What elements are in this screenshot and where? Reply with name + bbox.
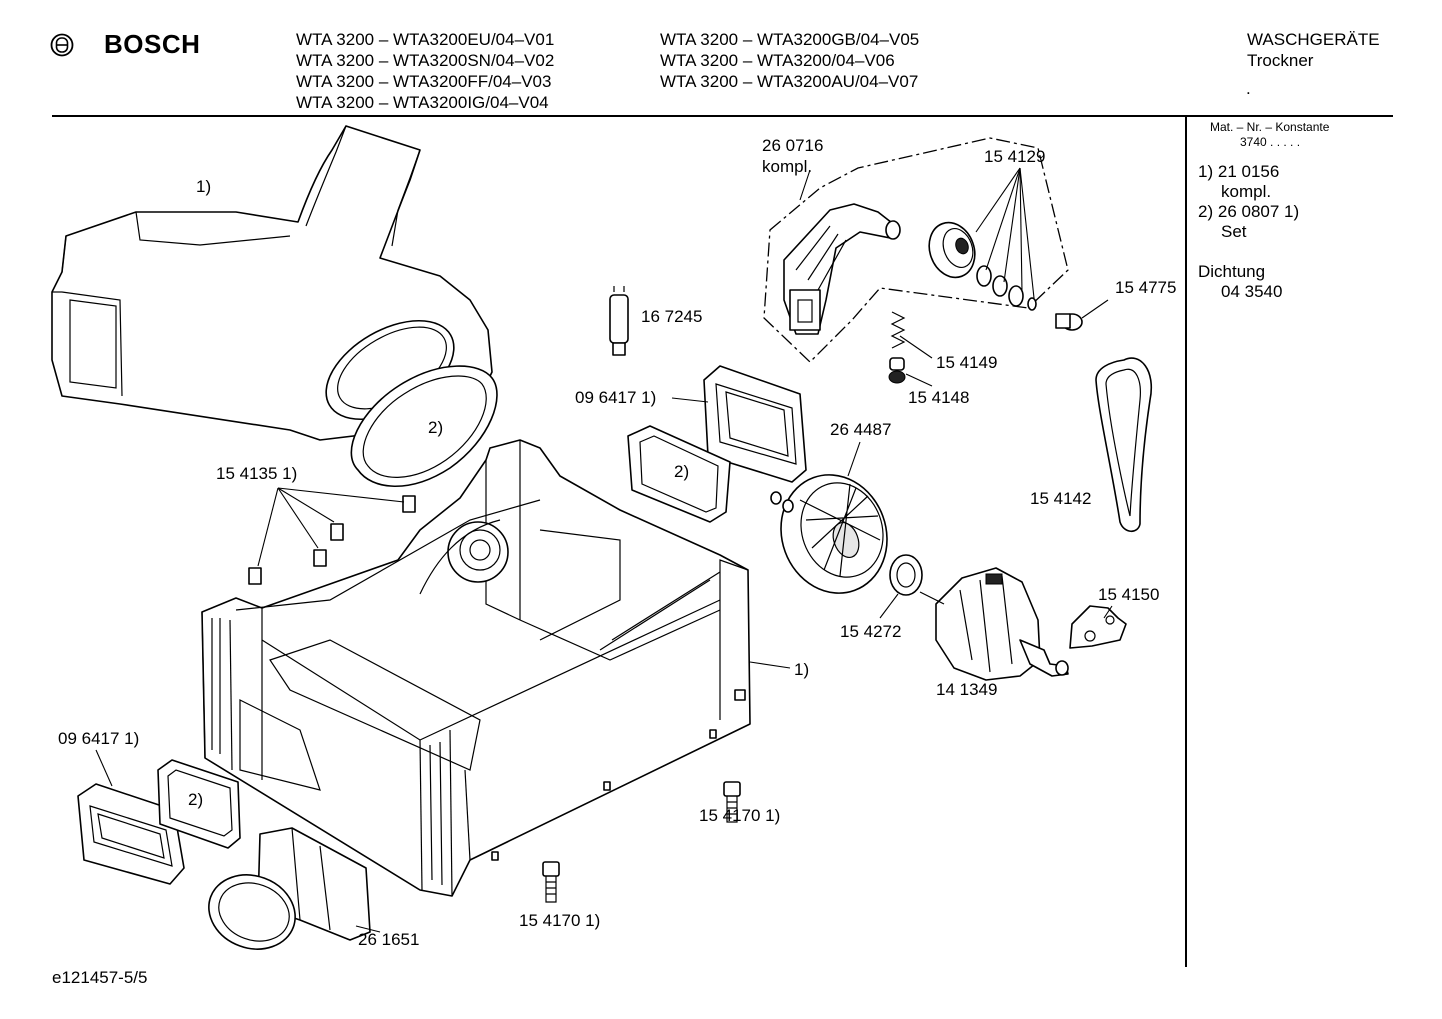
- leader-lines: [95, 167, 1113, 933]
- callout-264487: 26 4487: [830, 420, 892, 439]
- callout-096417-bottom: 09 6417 1): [58, 729, 140, 748]
- models-right: WTA 3200 – WTA3200GB/04–V05 WTA 3200 – W…: [660, 29, 919, 92]
- category: WASCHGERÄTE: [1247, 30, 1380, 49]
- motor: [919, 567, 1069, 681]
- seal-frame-bottom: [77, 783, 185, 885]
- callout-gasket-mid: 2): [674, 462, 690, 481]
- screw-bottom: [542, 861, 560, 903]
- callout-141349: 14 1349: [936, 680, 998, 699]
- callout-154148: 15 4148: [908, 388, 970, 407]
- note-2-detail: Set: [1221, 222, 1247, 241]
- header-dot: .: [1246, 79, 1251, 98]
- fan-wheel: [770, 474, 888, 594]
- callout-154150: 15 4150: [1098, 585, 1160, 604]
- main-housing: [201, 439, 751, 897]
- seal-title: Dichtung: [1198, 262, 1266, 281]
- callout-154170-right: 15 4170 1): [699, 806, 781, 825]
- motor-bracket: [1069, 605, 1127, 649]
- drive-belt: [1095, 357, 1153, 533]
- callout-154129: 15 4129: [984, 147, 1046, 166]
- note-1: 1) 21 0156: [1198, 162, 1279, 182]
- gasket-ring-top: [350, 365, 498, 487]
- roller: [1055, 313, 1083, 331]
- callout-154170-bottom: 15 4170 1): [519, 911, 601, 930]
- callout-154135: 15 4135 1): [216, 464, 298, 483]
- note-1-detail: kompl.: [1221, 182, 1272, 201]
- model-line: WTA 3200 – WTA3200EU/04–V01: [296, 30, 555, 49]
- models-left: WTA 3200 – WTA3200EU/04–V01 WTA 3200 – W…: [296, 29, 554, 113]
- callout-154775: 15 4775: [1115, 278, 1177, 297]
- capacitor: [609, 286, 629, 356]
- model-line: WTA 3200 – WTA3200SN/04–V02: [296, 51, 555, 70]
- gasket-frame-bottom: [157, 759, 241, 849]
- note-number: 1): [1198, 162, 1214, 181]
- callout-154272: 15 4272: [840, 622, 902, 641]
- gasket-frame-mid: [627, 425, 731, 523]
- spring: [888, 311, 906, 384]
- pulley-assembly-outline: [763, 137, 1069, 363]
- note-part: 21 0156: [1217, 162, 1280, 181]
- callout-gasket-top: 2): [428, 418, 444, 437]
- callout-housing: 1): [794, 660, 810, 679]
- model-line: WTA 3200 – WTA3200FF/04–V03: [296, 72, 552, 91]
- note-part: 26 0807 1): [1217, 202, 1300, 221]
- callout-duct: 1): [196, 177, 212, 196]
- clip-set: [248, 495, 416, 585]
- callout-154142: 15 4142: [1030, 489, 1092, 508]
- model-line: WTA 3200 – WTA3200/04–V06: [660, 51, 895, 70]
- callout-261651: 26 1651: [358, 930, 420, 949]
- brand-name: BOSCH: [104, 29, 201, 59]
- callout-gasket-bottom: 2): [188, 790, 204, 809]
- bosch-logo-icon: [50, 33, 74, 57]
- drawing-code: e121457-5/5: [52, 968, 148, 987]
- seal-value: 04 3540: [1221, 282, 1283, 301]
- model-line: WTA 3200 – WTA3200GB/04–V05: [660, 30, 920, 49]
- mat-number-value: 3740 . . . . .: [1240, 135, 1301, 149]
- note-2: 2) 26 0807 1): [1198, 202, 1299, 222]
- callout-167245: 16 7245: [641, 307, 703, 326]
- bearing-bush: [889, 554, 923, 596]
- mat-number-title: Mat. – Nr. – Konstante: [1210, 120, 1330, 134]
- note-number: 2): [1198, 202, 1214, 221]
- screw-right: [723, 781, 741, 823]
- air-outlet-adapter: [208, 827, 371, 950]
- callout-kompl: kompl.: [762, 157, 813, 176]
- callout-260716: 26 0716: [762, 136, 824, 155]
- callout-154149: 15 4149: [936, 353, 998, 372]
- tension-arm: [783, 203, 901, 335]
- pulley-wheel: [928, 221, 1037, 311]
- model-line: WTA 3200 – WTA3200AU/04–V07: [660, 72, 919, 91]
- subcategory: Trockner: [1247, 51, 1314, 70]
- model-line: WTA 3200 – WTA3200IG/04–V04: [296, 93, 549, 112]
- callout-096417-top: 09 6417 1): [575, 388, 657, 407]
